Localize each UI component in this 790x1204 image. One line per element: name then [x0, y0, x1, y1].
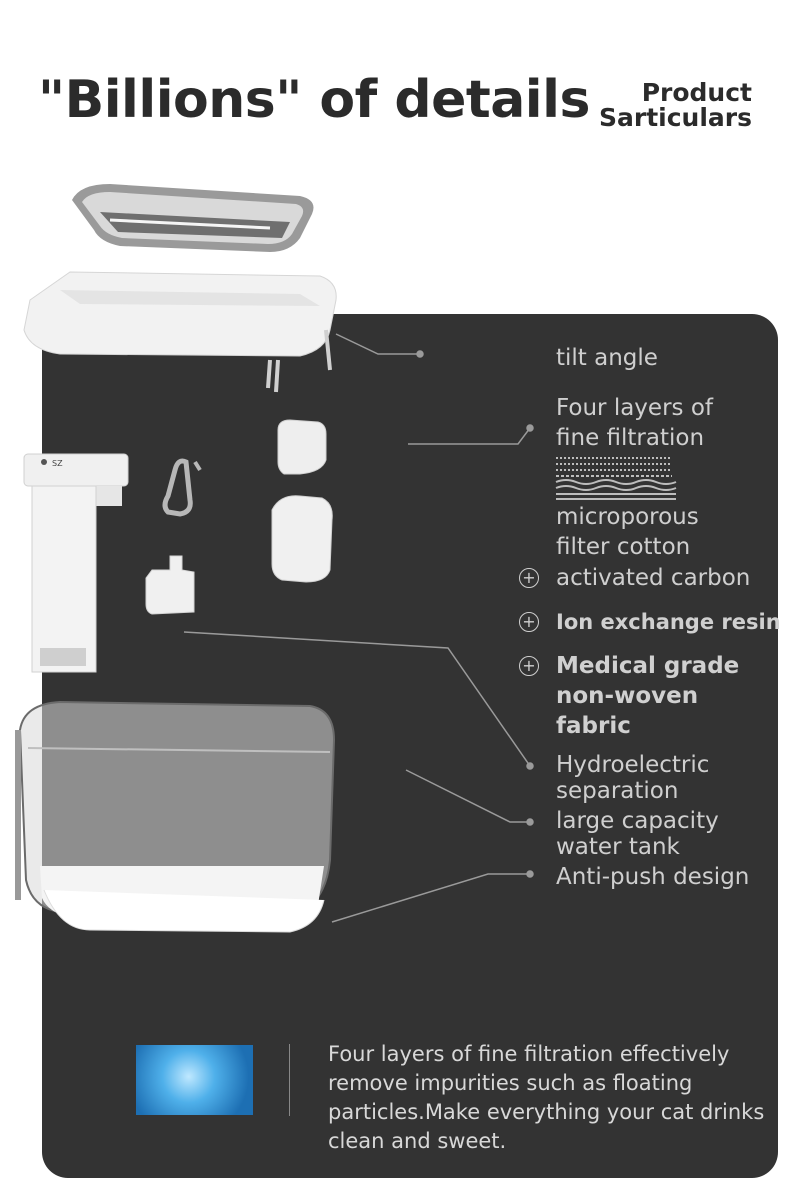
display-text: SZ	[52, 459, 63, 468]
stainless-bowl	[72, 184, 314, 252]
feature-medical-line-2: non-woven	[556, 683, 699, 709]
footer-description: Four layers of fine filtration effective…	[328, 1042, 765, 1153]
feature-hydro-line-1: Hydroelectric	[556, 752, 710, 778]
plus-icon: +	[519, 568, 539, 588]
feature-filtration-line-2: fine filtration	[556, 425, 705, 451]
pump-unit: SZ	[23, 453, 129, 673]
feature-tilt-angle: tilt angle	[556, 345, 658, 371]
feature-capacity-line-1: large capacity	[556, 808, 719, 834]
feature-medical-line-3: fabric	[556, 713, 631, 739]
filter-layers-graphic	[555, 457, 677, 500]
filter-cap	[277, 419, 327, 475]
feature-microporous-line-1: microporous	[556, 504, 699, 530]
subtitle-line-2: Sarticulars	[599, 103, 752, 132]
feature-medical-line-1: Medical grade	[556, 653, 740, 679]
page-subtitle: Product Sarticulars	[599, 80, 752, 130]
fountain-lid	[23, 271, 337, 393]
subtitle-line-1: Product	[641, 78, 752, 107]
water-tank	[15, 700, 336, 933]
water-pipe	[162, 458, 202, 517]
page-title: "Billions" of details	[38, 70, 590, 130]
feature-hydro-line-2: separation	[556, 778, 679, 804]
feature-microporous-line-2: filter cotton	[556, 534, 691, 560]
feature-capacity-line-2: water tank	[556, 834, 680, 860]
plus-icon: +	[519, 612, 539, 632]
plus-icon: +	[519, 656, 539, 676]
water-splash-image	[136, 1045, 253, 1115]
footer-divider	[289, 1044, 290, 1116]
callout-lines	[183, 333, 534, 923]
feature-activated-carbon: activated carbon	[556, 565, 751, 591]
feature-anti-push: Anti-push design	[556, 864, 750, 890]
filter-cartridge	[271, 495, 333, 583]
feature-filtration-line-1: Four layers of	[556, 395, 713, 421]
feature-ion-exchange: Ion exchange resin	[556, 610, 781, 634]
pump-block	[145, 555, 195, 615]
